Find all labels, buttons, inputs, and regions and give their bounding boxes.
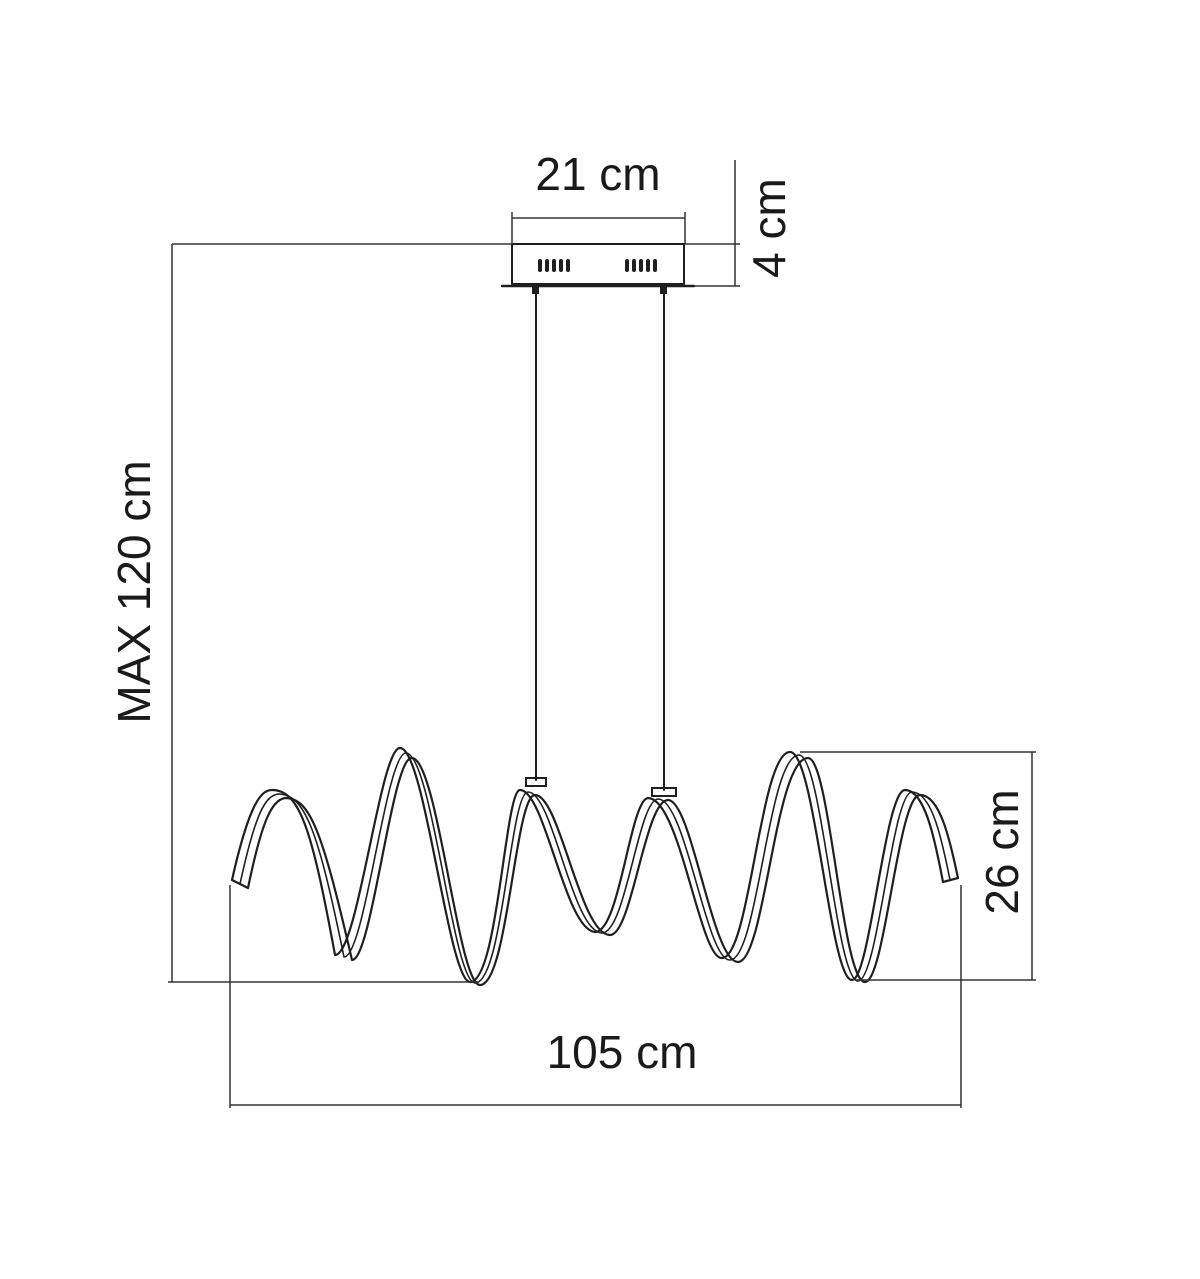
max-height-label: MAX 120 cm	[108, 460, 160, 723]
suspension-wires	[525, 286, 677, 797]
dimension-lines	[168, 160, 1036, 1108]
canopy-height-label: 4 cm	[743, 178, 795, 278]
canopy-vent-left	[538, 259, 570, 272]
total-width-label: 105 cm	[547, 1026, 698, 1078]
canopy-vent-right	[625, 259, 657, 272]
canopy-width-label: 21 cm	[535, 148, 660, 200]
spiral-ribbon	[230, 746, 960, 987]
ceiling-canopy	[500, 243, 696, 288]
spiral-height-label: 26 cm	[976, 789, 1028, 914]
